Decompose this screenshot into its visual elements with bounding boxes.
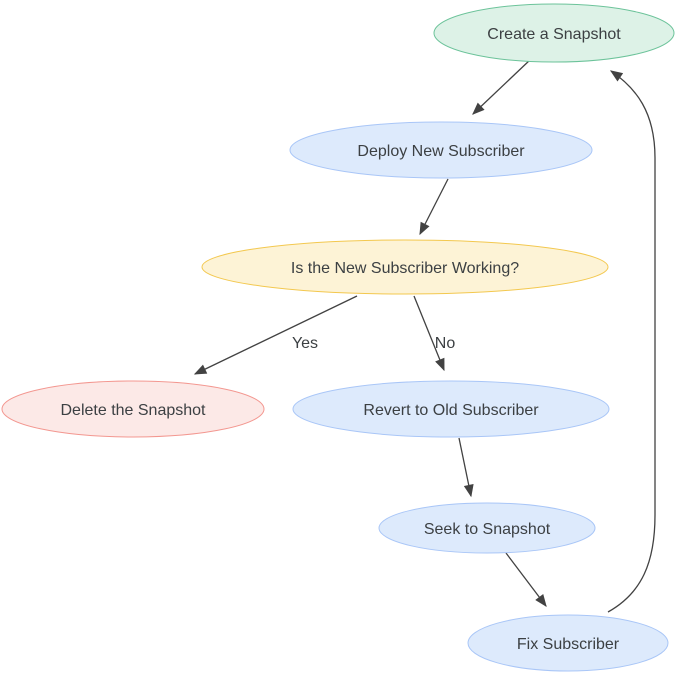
node-fix-subscriber-shape: [467, 614, 669, 672]
node-revert-to-old-subscriber-label: Revert to Old Subscriber: [363, 402, 539, 419]
edge-deploy-to-working: [419, 178, 449, 236]
edge-revert-to-seek: [458, 437, 474, 498]
node-seek-to-snapshot-shape: [378, 502, 596, 554]
node-seek-to-snapshot: Seek to Snapshot: [378, 502, 596, 554]
node-delete-the-snapshot-shape: [1, 380, 265, 438]
node-create-snapshot: Create a Snapshot: [433, 3, 675, 63]
node-is-new-subscriber-working-shape: [201, 239, 609, 295]
node-delete-the-snapshot-label: Delete the Snapshot: [61, 402, 207, 419]
node-revert-to-old-subscriber: Revert to Old Subscriber: [292, 380, 610, 438]
node-deploy-new-subscriber-shape: [289, 121, 593, 179]
node-revert-to-old-subscriber-shape: [292, 380, 610, 438]
node-fix-subscriber-label: Fix Subscriber: [517, 636, 620, 653]
node-create-snapshot-label: Create a Snapshot: [487, 26, 621, 43]
edge-working-to-delete-yes: [193, 295, 358, 375]
node-delete-the-snapshot: Delete the Snapshot: [1, 380, 265, 438]
edge-fix-to-create: [607, 70, 656, 613]
edge-label-no: No: [435, 335, 456, 352]
node-seek-to-snapshot-label: Seek to Snapshot: [424, 521, 551, 538]
edge-create-to-deploy: [472, 58, 532, 115]
edge-working-to-revert-no: [413, 295, 445, 372]
node-fix-subscriber: Fix Subscriber: [467, 614, 669, 672]
node-deploy-new-subscriber-label: Deploy New Subscriber: [357, 143, 525, 160]
edges-layer: Yes No: [193, 58, 656, 613]
node-is-new-subscriber-working: Is the New Subscriber Working?: [201, 239, 609, 295]
node-is-new-subscriber-working-label: Is the New Subscriber Working?: [291, 260, 519, 277]
edge-label-yes: Yes: [292, 335, 318, 352]
edge-seek-to-fix: [505, 552, 547, 607]
node-deploy-new-subscriber: Deploy New Subscriber: [289, 121, 593, 179]
node-create-snapshot-shape: [433, 3, 675, 63]
